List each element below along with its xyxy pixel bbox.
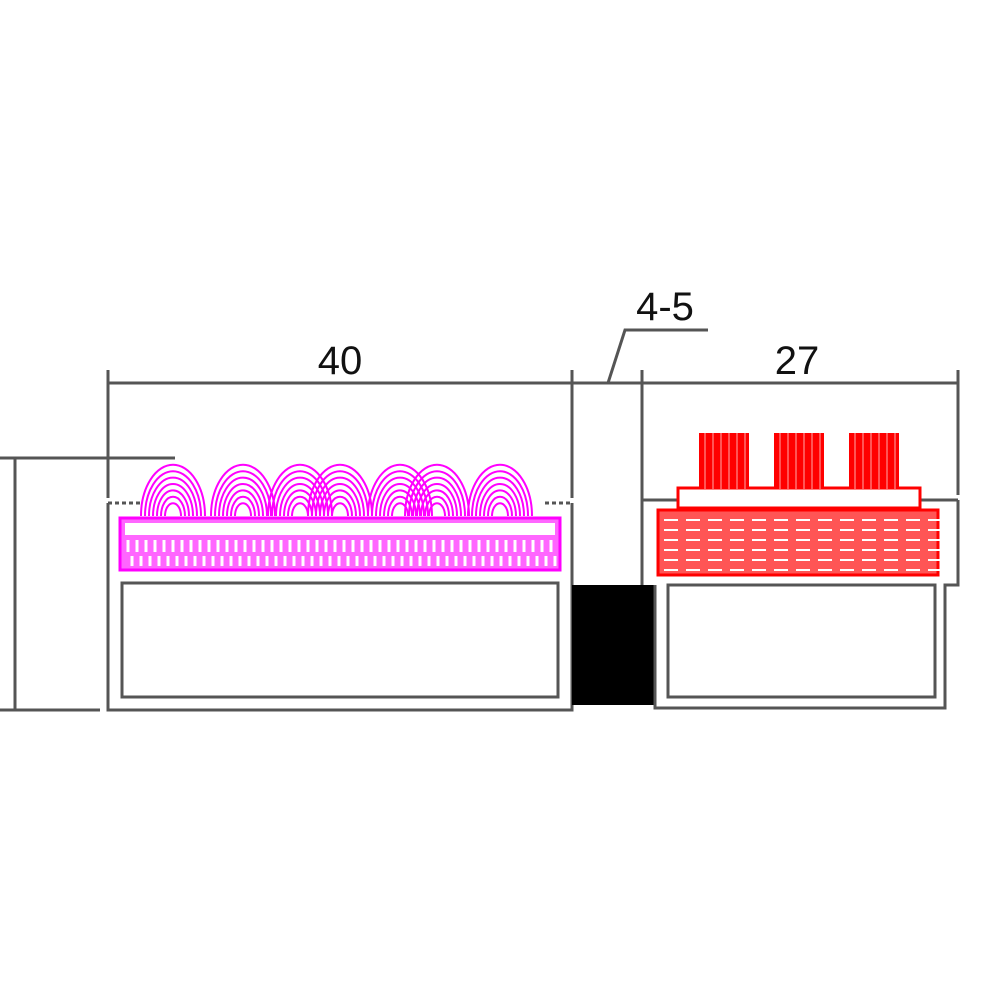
brush-tuft — [699, 433, 749, 489]
red-brush-insert — [656, 433, 942, 577]
dimension-lines — [0, 328, 960, 712]
gap-leader-line — [606, 328, 708, 384]
brush-base-plate — [676, 486, 922, 510]
carpet-loop — [367, 463, 433, 517]
right-profile-chamber — [666, 583, 937, 699]
brush-tuft — [849, 433, 899, 489]
carpet-loop — [404, 463, 470, 517]
carpet-loop — [467, 463, 533, 517]
carpet-loop — [210, 463, 276, 517]
dimension-label-27: 27 — [775, 339, 820, 383]
brush-tuft — [774, 433, 824, 489]
carpet-loop — [140, 463, 206, 517]
dimension-label-gap: 4-5 — [636, 285, 694, 329]
magenta-carpet-insert — [118, 463, 562, 572]
dimension-label-40: 40 — [318, 339, 363, 383]
black-spacer — [572, 585, 655, 705]
left-profile-chamber — [120, 581, 560, 699]
carpet-loop — [307, 463, 373, 517]
